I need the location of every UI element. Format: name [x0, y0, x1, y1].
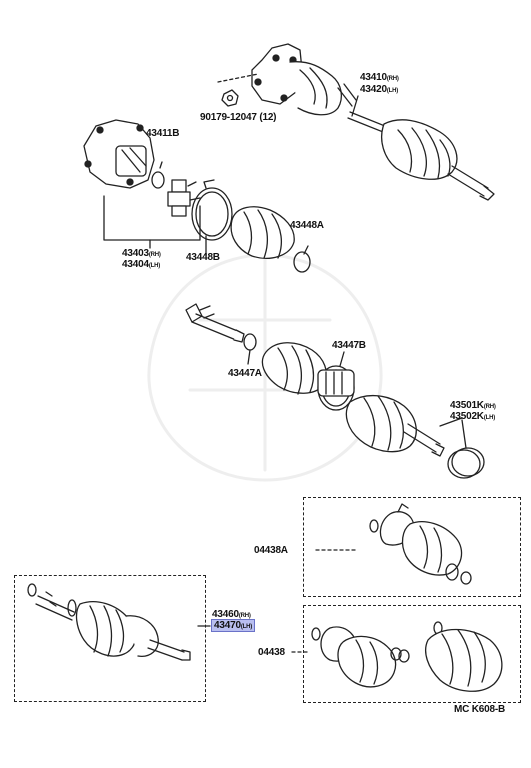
label-04438-text: 04438: [258, 647, 285, 658]
nut-90179: [221, 89, 239, 107]
drive-shaft-assembly-complete: [27, 583, 191, 661]
label-43404-number: 43404: [122, 259, 149, 270]
drive-shaft-assembly-upper: [217, 43, 495, 201]
label-43448b-text: 43448B: [186, 252, 220, 263]
label-43460[interactable]: 43460(RH): [212, 609, 251, 622]
inner-boot: [230, 206, 295, 259]
diagram-code: MC K608-B: [454, 704, 505, 715]
label-43447a[interactable]: 43447A: [228, 368, 262, 379]
label-43501k-side: (RH): [483, 404, 496, 410]
label-43501k-number: 43501K: [450, 400, 484, 411]
boot-clamp-43448a: [293, 245, 311, 273]
label-43448a[interactable]: 43448A: [290, 220, 324, 231]
label-90179-text: 90179-12047 (12): [200, 112, 277, 123]
label-43460-side: (RH): [238, 613, 251, 619]
label-43447b-text: 43447B: [332, 340, 366, 351]
boot-kit-box-04438a: [303, 497, 521, 597]
shaft-joint: [317, 369, 355, 397]
bracket-43403: [103, 195, 201, 241]
shaft-middle: [185, 303, 245, 343]
label-43470-number: 43470: [214, 620, 241, 631]
tripod-joint: [167, 179, 201, 217]
snap-ring-43411b: [151, 161, 165, 189]
label-43470-highlight: 43470(LH): [210, 619, 256, 632]
label-43502k-side: (LH): [483, 415, 496, 421]
inboard-joint-43403: [83, 119, 155, 189]
label-43420-side: (LH): [386, 88, 399, 94]
label-43502k-number: 43502K: [450, 411, 484, 422]
label-90179[interactable]: 90179-12047 (12): [200, 112, 277, 123]
middle-boot: [261, 342, 327, 395]
outer-boot-lower: [345, 395, 445, 457]
label-04438a-text: 04438A: [254, 545, 288, 556]
label-43447a-text: 43447A: [228, 368, 262, 379]
label-43420-number: 43420: [360, 84, 387, 95]
label-43411b[interactable]: 43411B: [146, 128, 179, 139]
label-43420[interactable]: 43420(LH): [360, 84, 398, 97]
dust-deflector-43501k: [447, 419, 485, 479]
snap-ring-43447a: [243, 333, 257, 365]
boot-clamp-43448b: [191, 179, 233, 257]
boot-kit-04438: [291, 621, 503, 692]
label-43403-number: 43403: [122, 248, 149, 259]
label-43410[interactable]: 43410(RH): [360, 72, 399, 85]
label-43410-number: 43410: [360, 72, 387, 83]
label-43501k[interactable]: 43501K(RH): [450, 400, 496, 413]
label-04438a[interactable]: 04438A: [254, 545, 288, 556]
leader-43501k: [439, 417, 463, 427]
label-43502k[interactable]: 43502K(LH): [450, 411, 495, 424]
label-43404-side: (LH): [148, 263, 161, 269]
boot-kit-04438a: [315, 503, 472, 585]
boot-kit-box-04438: [303, 605, 521, 703]
label-43448b[interactable]: 43448B: [186, 252, 220, 263]
label-43403-side: (RH): [148, 252, 161, 258]
label-43447b[interactable]: 43447B: [332, 340, 366, 351]
assembly-box-43460: [14, 575, 206, 702]
diagram-code-text: MC K608-B: [454, 704, 505, 715]
label-43448a-text: 43448A: [290, 220, 324, 231]
label-43404[interactable]: 43404(LH): [122, 259, 160, 272]
label-43403[interactable]: 43403(RH): [122, 248, 161, 261]
label-43410-side: (RH): [386, 76, 399, 82]
leader-43410: [351, 95, 359, 117]
label-04438[interactable]: 04438: [258, 647, 285, 658]
label-43470-side: (LH): [240, 624, 253, 630]
label-43460-number: 43460: [212, 609, 239, 620]
label-43411b-text: 43411B: [146, 128, 180, 139]
label-43470[interactable]: 43470(LH): [210, 619, 256, 633]
